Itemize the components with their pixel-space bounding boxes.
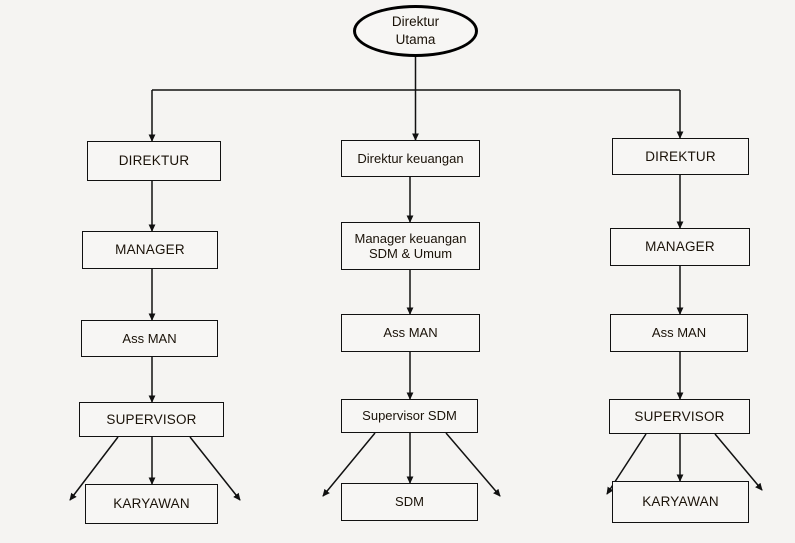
node-right-direktur[interactable]: DIREKTUR [612,138,749,175]
edge-mid-supervisor-out-left [322,432,376,497]
edge-left-supervisor-out-left [69,436,119,501]
node-label: DIREKTUR [645,148,716,164]
edge-right-supervisor-out-right [714,433,763,491]
node-direktur-utama[interactable]: Direktur Utama [353,5,478,57]
node-right-manager[interactable]: MANAGER [610,228,750,266]
node-left-supervisor[interactable]: SUPERVISOR [79,402,224,437]
node-label: DIREKTUR [118,153,190,169]
node-label: SUPERVISOR [106,411,197,427]
node-mid-ass-man[interactable]: Ass MAN [341,314,480,352]
node-mid-manager-keuangan[interactable]: Manager keuangan SDM & Umum [341,222,480,270]
node-right-karyawan[interactable]: KARYAWAN [612,481,749,523]
node-label: Direktur keuangan [357,150,464,166]
node-label: Supervisor SDM [362,408,457,424]
node-mid-sdm[interactable]: SDM [341,483,478,521]
node-mid-supervisor-sdm[interactable]: Supervisor SDM [341,399,478,433]
node-mid-direktur-keuangan[interactable]: Direktur keuangan [341,140,480,177]
node-label: Ass MAN [651,325,707,341]
node-label: KARYAWAN [642,494,719,510]
node-label: SDM [395,494,424,510]
node-label: KARYAWAN [113,496,190,512]
node-label: Direktur Utama [391,14,440,47]
node-label: MANAGER [645,239,715,255]
node-label: Ass MAN [383,325,438,341]
node-left-karyawan[interactable]: KARYAWAN [85,484,218,524]
node-label: Ass MAN [122,330,177,346]
node-label: MANAGER [115,242,185,258]
edge-mid-supervisor-out-right [445,432,501,497]
node-right-supervisor[interactable]: SUPERVISOR [609,399,750,434]
node-left-manager[interactable]: MANAGER [82,231,218,269]
edge-left-supervisor-out-right [189,436,241,501]
node-left-direktur[interactable]: DIREKTUR [87,141,221,181]
node-right-ass-man[interactable]: Ass MAN [610,314,748,352]
node-label: Manager keuangan SDM & Umum [354,230,467,261]
node-label: SUPERVISOR [634,408,725,424]
node-left-ass-man[interactable]: Ass MAN [81,320,218,357]
